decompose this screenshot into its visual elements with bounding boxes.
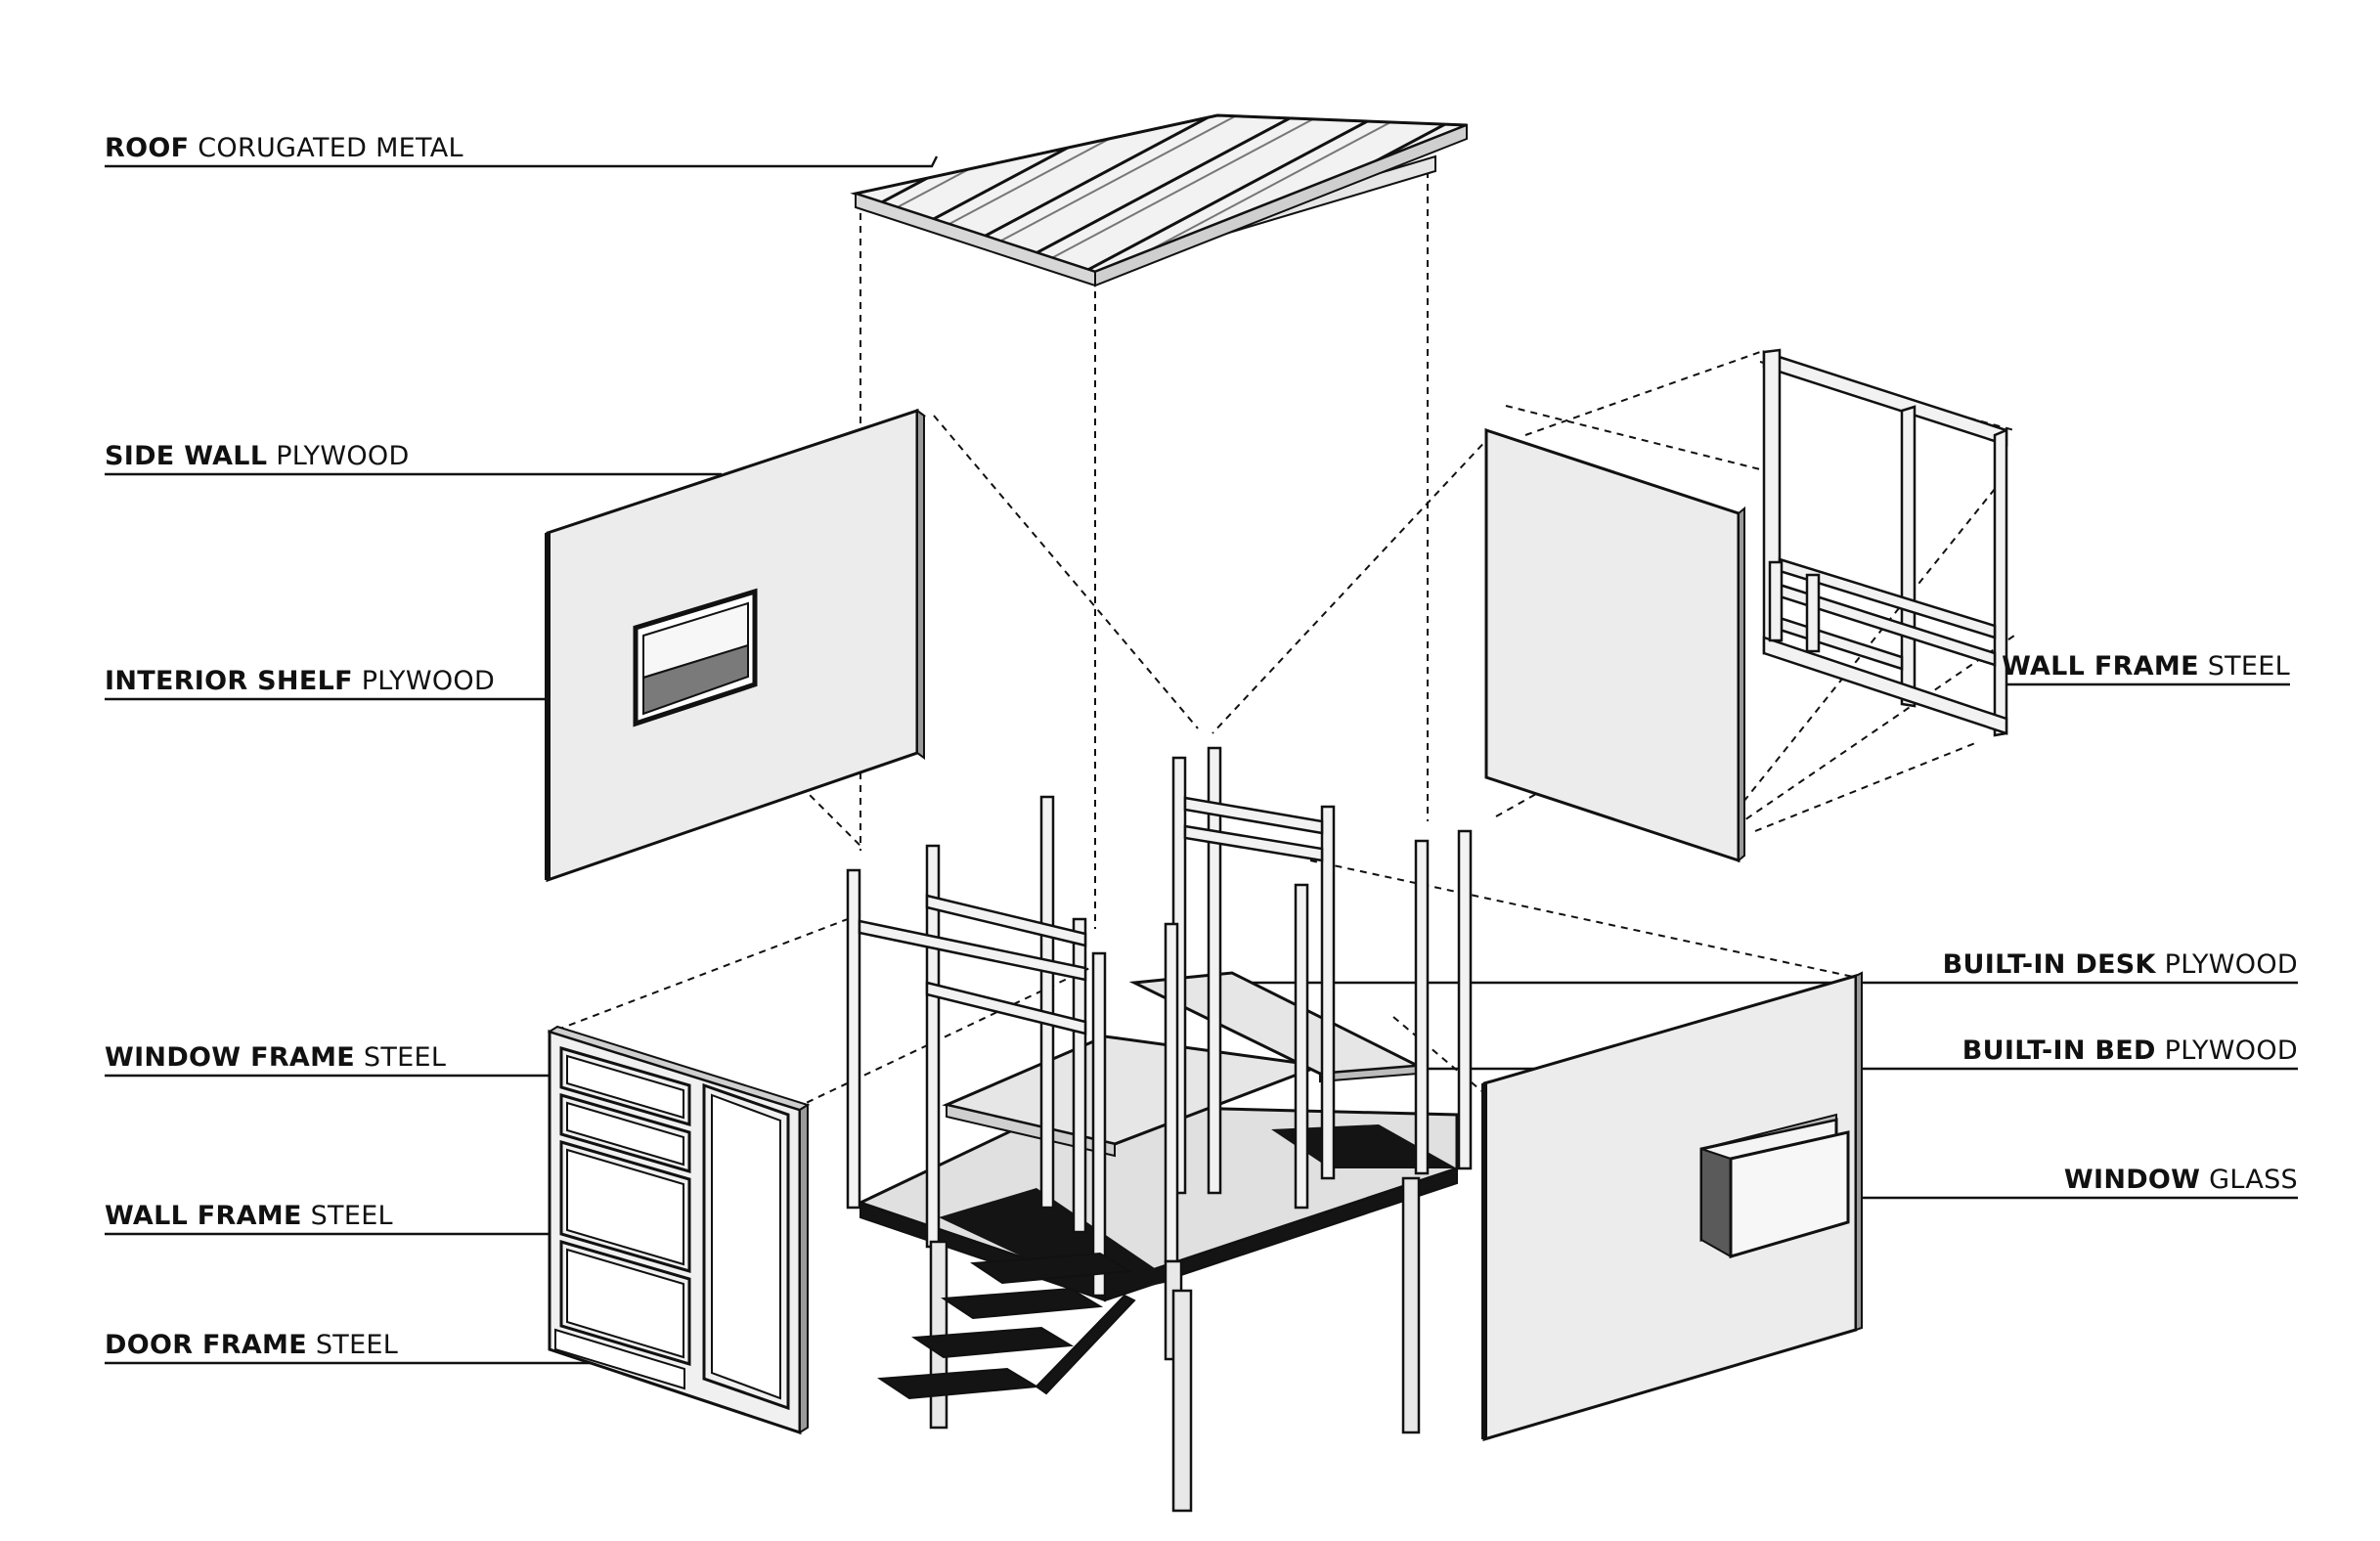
window-door-frame-left [547,1025,811,1435]
interior-shelf [633,588,758,727]
label-built-in-desk-part: BUILT-IN DESK [1942,949,2156,980]
label-window: WINDOW GLASS [2064,1165,2298,1196]
label-built-in-bed-part: BUILT-IN BED [1961,1035,2156,1066]
label-side-wall-material: PLYWOOD [276,441,410,471]
label-wall-frame-right-part: WALL FRAME [2002,651,2199,682]
label-built-in-desk-material: PLYWOOD [2164,949,2298,980]
label-interior-shelf: INTERIOR SHELF PLYWOOD [105,666,495,697]
label-roof-part: ROOF [105,133,190,163]
label-built-in-bed-material: PLYWOOD [2164,1035,2298,1066]
wall-frame-right [1762,348,2008,737]
label-wall-frame-right-material: STEEL [2207,651,2290,682]
label-wall-frame-left: WALL FRAME STEEL [105,1201,393,1232]
window-glass [1699,1113,1850,1258]
roof-panel [850,113,1468,287]
label-built-in-bed: BUILT-IN BED PLYWOOD [1962,1035,2298,1067]
label-interior-shelf-part: INTERIOR SHELF [105,666,353,696]
label-side-wall: SIDE WALL PLYWOOD [105,441,410,472]
label-window-frame-material: STEEL [363,1042,447,1073]
label-door-frame-material: STEEL [315,1330,399,1360]
label-door-frame: DOOR FRAME STEEL [105,1330,398,1361]
label-wall-frame-left-material: STEEL [310,1201,393,1231]
label-built-in-desk: BUILT-IN DESK PLYWOOD [1943,949,2298,981]
label-door-frame-part: DOOR FRAME [105,1330,307,1360]
label-window-frame: WINDOW FRAME STEEL [105,1042,446,1074]
core-frame [846,746,1473,1513]
label-interior-shelf-material: PLYWOOD [361,666,496,696]
front-wall-panel [1481,971,1863,1442]
label-wall-frame-left-part: WALL FRAME [105,1201,302,1231]
label-window-part: WINDOW [2063,1165,2201,1195]
label-wall-frame-right: WALL FRAME STEEL [2002,651,2290,682]
label-side-wall-part: SIDE WALL [105,441,268,471]
label-roof-material: CORUGATED METAL [198,133,463,163]
right-side-wall-panel [1484,427,1745,863]
label-roof: ROOF CORUGATED METAL [105,133,463,164]
label-window-frame-part: WINDOW FRAME [105,1042,356,1073]
label-window-material: GLASS [2209,1165,2298,1195]
